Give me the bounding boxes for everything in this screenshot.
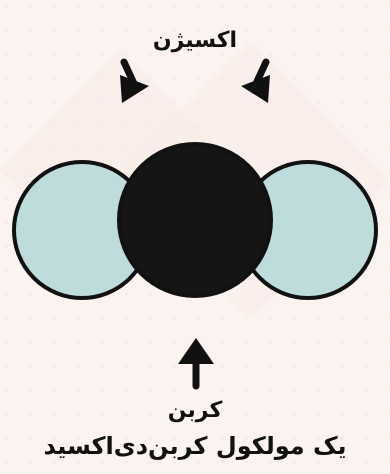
carbon-label: کربن bbox=[120, 398, 270, 423]
carbon-atom bbox=[119, 144, 271, 296]
molecule-caption: یک مولکول کربن‌دی‌اکسید bbox=[0, 432, 390, 460]
oxygen-label: اکسیژن bbox=[95, 28, 295, 53]
